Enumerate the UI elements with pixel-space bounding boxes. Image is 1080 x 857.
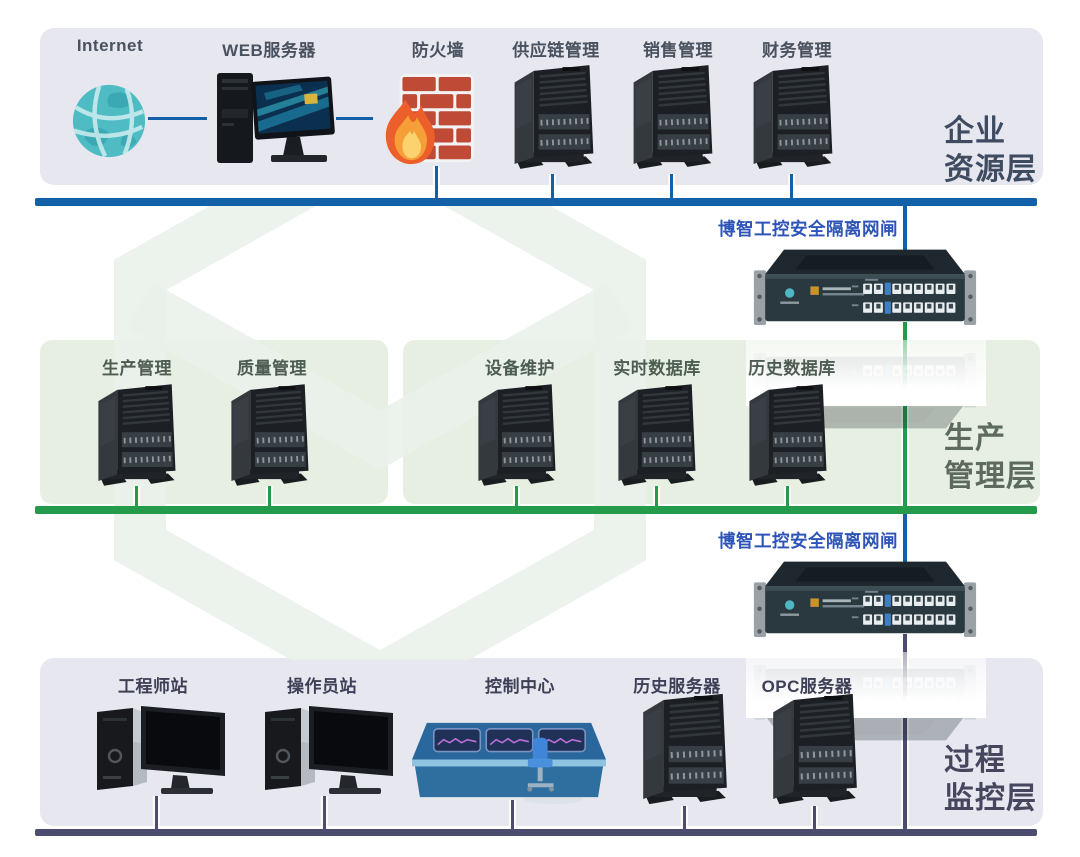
desktop-pc-icon-operator bbox=[250, 698, 402, 800]
layer-title-enterprise: 企业 资源层 bbox=[944, 113, 1037, 188]
process-bus-bar bbox=[35, 829, 1037, 836]
connector-finance-bus bbox=[790, 174, 793, 198]
connector-maint-bus bbox=[515, 486, 518, 506]
layer-title-process: 过程 监控层 bbox=[944, 742, 1037, 817]
production-bus-bar bbox=[35, 506, 1037, 514]
connector-quality-bus bbox=[268, 486, 271, 506]
layer-title-process-line2: 监控层 bbox=[944, 781, 1037, 815]
connector-rtdb-bus bbox=[655, 486, 658, 506]
desktop-pc-icon-engineer bbox=[82, 698, 234, 800]
gateway-appliance-icon bbox=[752, 244, 978, 342]
gateway-appliance-icon bbox=[752, 556, 978, 654]
layer-title-production: 生产 管理层 bbox=[944, 420, 1037, 495]
connector-histdb-bus bbox=[786, 486, 789, 506]
enterprise-bus-bar bbox=[35, 198, 1037, 206]
node-label-quality: 质量管理 bbox=[237, 359, 307, 378]
tower-server-icon-sales bbox=[624, 58, 720, 176]
connector-scm-bus bbox=[551, 174, 554, 198]
tower-server-icon-finance bbox=[744, 58, 840, 176]
connector-web-firewall bbox=[336, 117, 373, 120]
connector-operator-bus bbox=[323, 796, 326, 829]
connector-engineer-bus bbox=[155, 796, 158, 829]
layer-title-process-line1: 过程 bbox=[944, 744, 1006, 777]
connector-sales-bus bbox=[670, 174, 673, 198]
connector-control-bus bbox=[511, 800, 514, 829]
node-label-engineer: 工程师站 bbox=[118, 677, 188, 696]
tower-server-icon-hist bbox=[633, 688, 735, 810]
node-label-internet: Internet bbox=[76, 36, 144, 55]
node-label-rtdb: 实时数据库 bbox=[613, 359, 701, 378]
node-label-web-server: WEB服务器 bbox=[222, 41, 316, 60]
layer-title-production-line2: 管理层 bbox=[944, 459, 1037, 493]
tower-server-icon-maint bbox=[469, 378, 563, 492]
connector-opc-bus bbox=[813, 806, 816, 829]
watermark-hexagon-logo bbox=[114, 200, 646, 660]
trunk-enterprise-gateway1 bbox=[903, 206, 907, 252]
node-label-scm: 供应链管理 bbox=[512, 41, 600, 60]
tower-server-icon-rtdb bbox=[609, 378, 703, 492]
node-label-control-center: 控制中心 bbox=[485, 677, 555, 696]
tower-server-icon-opc bbox=[763, 688, 865, 810]
tower-server-icon-quality bbox=[222, 378, 316, 492]
connector-internet-web bbox=[148, 117, 207, 120]
gateway2-label: 博智工控安全隔离网闸 bbox=[718, 531, 898, 551]
gateway1-label: 博智工控安全隔离网闸 bbox=[718, 219, 898, 239]
node-label-sales: 销售管理 bbox=[643, 41, 713, 60]
tower-server-icon-scm bbox=[505, 58, 601, 176]
web-server-icon bbox=[205, 66, 335, 172]
layer-title-production-line1: 生产 bbox=[944, 422, 1006, 455]
node-label-operator: 操作员站 bbox=[287, 677, 357, 696]
console-icon bbox=[405, 710, 613, 805]
node-label-hist-server: 历史服务器 bbox=[633, 677, 721, 696]
internet-globe-icon bbox=[70, 82, 148, 160]
node-label-opc-server: OPC服务器 bbox=[761, 677, 853, 696]
layer-title-enterprise-line1: 企业 bbox=[944, 115, 1006, 148]
connector-mfg-bus bbox=[135, 486, 138, 506]
trunk-production-gateway2 bbox=[903, 514, 907, 562]
node-label-finance: 财务管理 bbox=[762, 41, 832, 60]
connector-firewall-bus bbox=[435, 166, 438, 198]
layer-title-enterprise-line2: 资源层 bbox=[944, 152, 1037, 186]
firewall-icon bbox=[372, 74, 474, 168]
connector-histsrv-bus bbox=[683, 806, 686, 829]
tower-server-icon-mfg bbox=[89, 378, 183, 492]
tower-server-icon-histdb bbox=[740, 378, 834, 492]
node-label-mfg: 生产管理 bbox=[102, 359, 172, 378]
node-label-histdb: 历史数据库 bbox=[748, 359, 836, 378]
node-label-maint: 设备维护 bbox=[485, 359, 555, 378]
node-label-firewall: 防火墙 bbox=[411, 41, 465, 60]
